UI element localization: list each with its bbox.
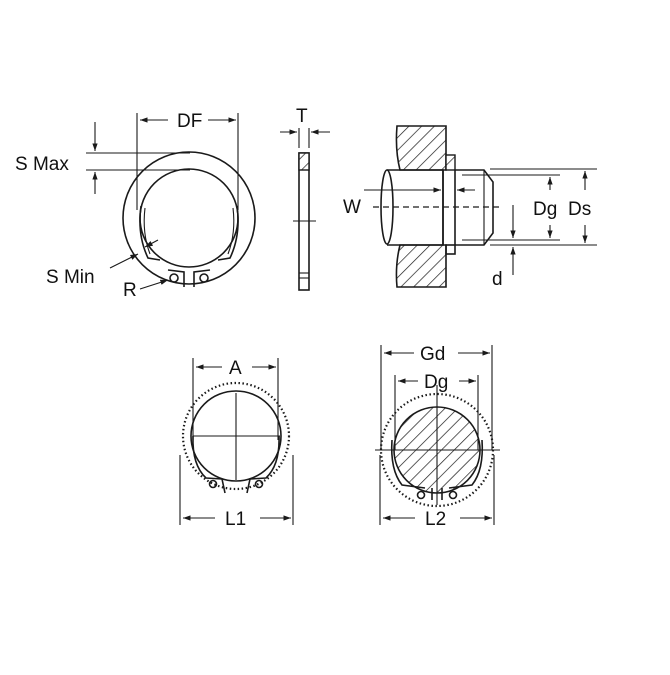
- lug-hole-right: [199, 273, 209, 283]
- label-d: d: [492, 269, 503, 290]
- installed-view: Gd Dg L2: [375, 344, 500, 530]
- expanded-view: A L1: [179, 358, 294, 530]
- housing-upper: [395, 125, 447, 171]
- label-gd: Gd: [420, 344, 445, 365]
- label-ds: Ds: [568, 199, 591, 220]
- side-view: T: [280, 106, 330, 291]
- front-view: DF S Max S Min R: [15, 111, 256, 301]
- lug-hole-left: [169, 273, 179, 283]
- label-dg-installed: Dg: [424, 372, 448, 393]
- label-t: T: [296, 106, 308, 127]
- label-s-max: S Max: [15, 154, 69, 175]
- label-dg: Dg: [533, 199, 557, 220]
- label-a: A: [229, 358, 242, 379]
- label-df: DF: [177, 111, 202, 132]
- label-w: W: [343, 197, 361, 218]
- label-s-min: S Min: [46, 267, 95, 288]
- housing-lower: [395, 244, 447, 288]
- label-l2: L2: [425, 509, 446, 530]
- label-l1: L1: [225, 509, 246, 530]
- circlip-ring: [122, 151, 256, 287]
- label-r: R: [123, 280, 137, 301]
- section-view: W Dg Ds d: [343, 125, 597, 290]
